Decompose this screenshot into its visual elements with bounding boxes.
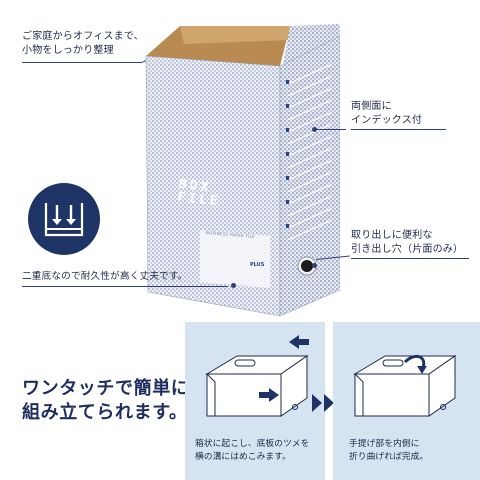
arrow-left-icon — [289, 335, 309, 349]
step-2-caption: 手提げ部を内側に 折り曲げれば完成。 — [349, 438, 428, 464]
headline: ワンタッチで簡単に 組み立てられます。 — [22, 377, 189, 425]
step-1-caption-line2: 横の溝にはめこみます。 — [195, 452, 291, 462]
callout-index-line2: インデックス付 — [351, 115, 423, 126]
step-1-caption: 箱状に起こし、底板のツメを 横の溝にはめこみます。 — [195, 438, 309, 464]
step-1-illustration — [205, 335, 309, 417]
leader-line — [316, 129, 346, 130]
headline-line2: 組み立てられます。 — [22, 402, 188, 423]
callout-double-bottom: 二重底なので耐久性が高く丈夫です。 — [22, 271, 188, 282]
leader-dot — [231, 283, 236, 288]
double-chevron-icon — [312, 394, 334, 412]
box-label: BOX FILE — [176, 176, 222, 210]
callout-hole-line2: 引き出し穴（片面のみ） — [351, 244, 464, 255]
step-2-panel: 手提げ部を内側に 折り曲げれば完成。 — [333, 322, 480, 480]
callout-top-left: ご家庭からオフィスまで、 小物をしっかり整理 — [22, 30, 144, 58]
double-bottom-icon — [28, 183, 100, 255]
callout-top-left-line1: ご家庭からオフィスまで、 — [22, 31, 144, 42]
leader-dot — [312, 263, 317, 268]
step-2-caption-line1: 手提げ部を内側に — [349, 439, 420, 449]
step-1-caption-line1: 箱状に起こし、底板のツメを — [195, 439, 310, 449]
arrow-right-icon — [259, 388, 279, 402]
callout-hole-line1: 取り出しに便利な — [351, 230, 433, 241]
leader-dot — [312, 127, 317, 132]
leader-line — [351, 258, 469, 259]
fold-arrow-icon — [403, 354, 426, 369]
step-2-illustration — [353, 354, 457, 417]
callout-top-left-line2: 小物をしっかり整理 — [22, 45, 114, 56]
box-file-illustration — [145, 24, 340, 317]
box-label-text: BOX FILE — [176, 176, 222, 210]
box-brand: PLUS — [250, 262, 265, 268]
leader-line — [22, 286, 228, 287]
step-1-panel: 箱状に起こし、底板のツメを 横の溝にはめこみます。 — [185, 322, 325, 480]
step-2-caption-line2: 折り曲げれば完成。 — [349, 452, 429, 462]
callout-index: 両側面に インデックス付 — [351, 100, 422, 128]
callout-hole: 取り出しに便利な 引き出し穴（片面のみ） — [351, 229, 463, 257]
leader-line — [22, 62, 142, 63]
headline-line1: ワンタッチで簡単に — [22, 378, 190, 399]
leader-line — [351, 129, 446, 130]
callout-index-line1: 両側面に — [351, 101, 392, 112]
